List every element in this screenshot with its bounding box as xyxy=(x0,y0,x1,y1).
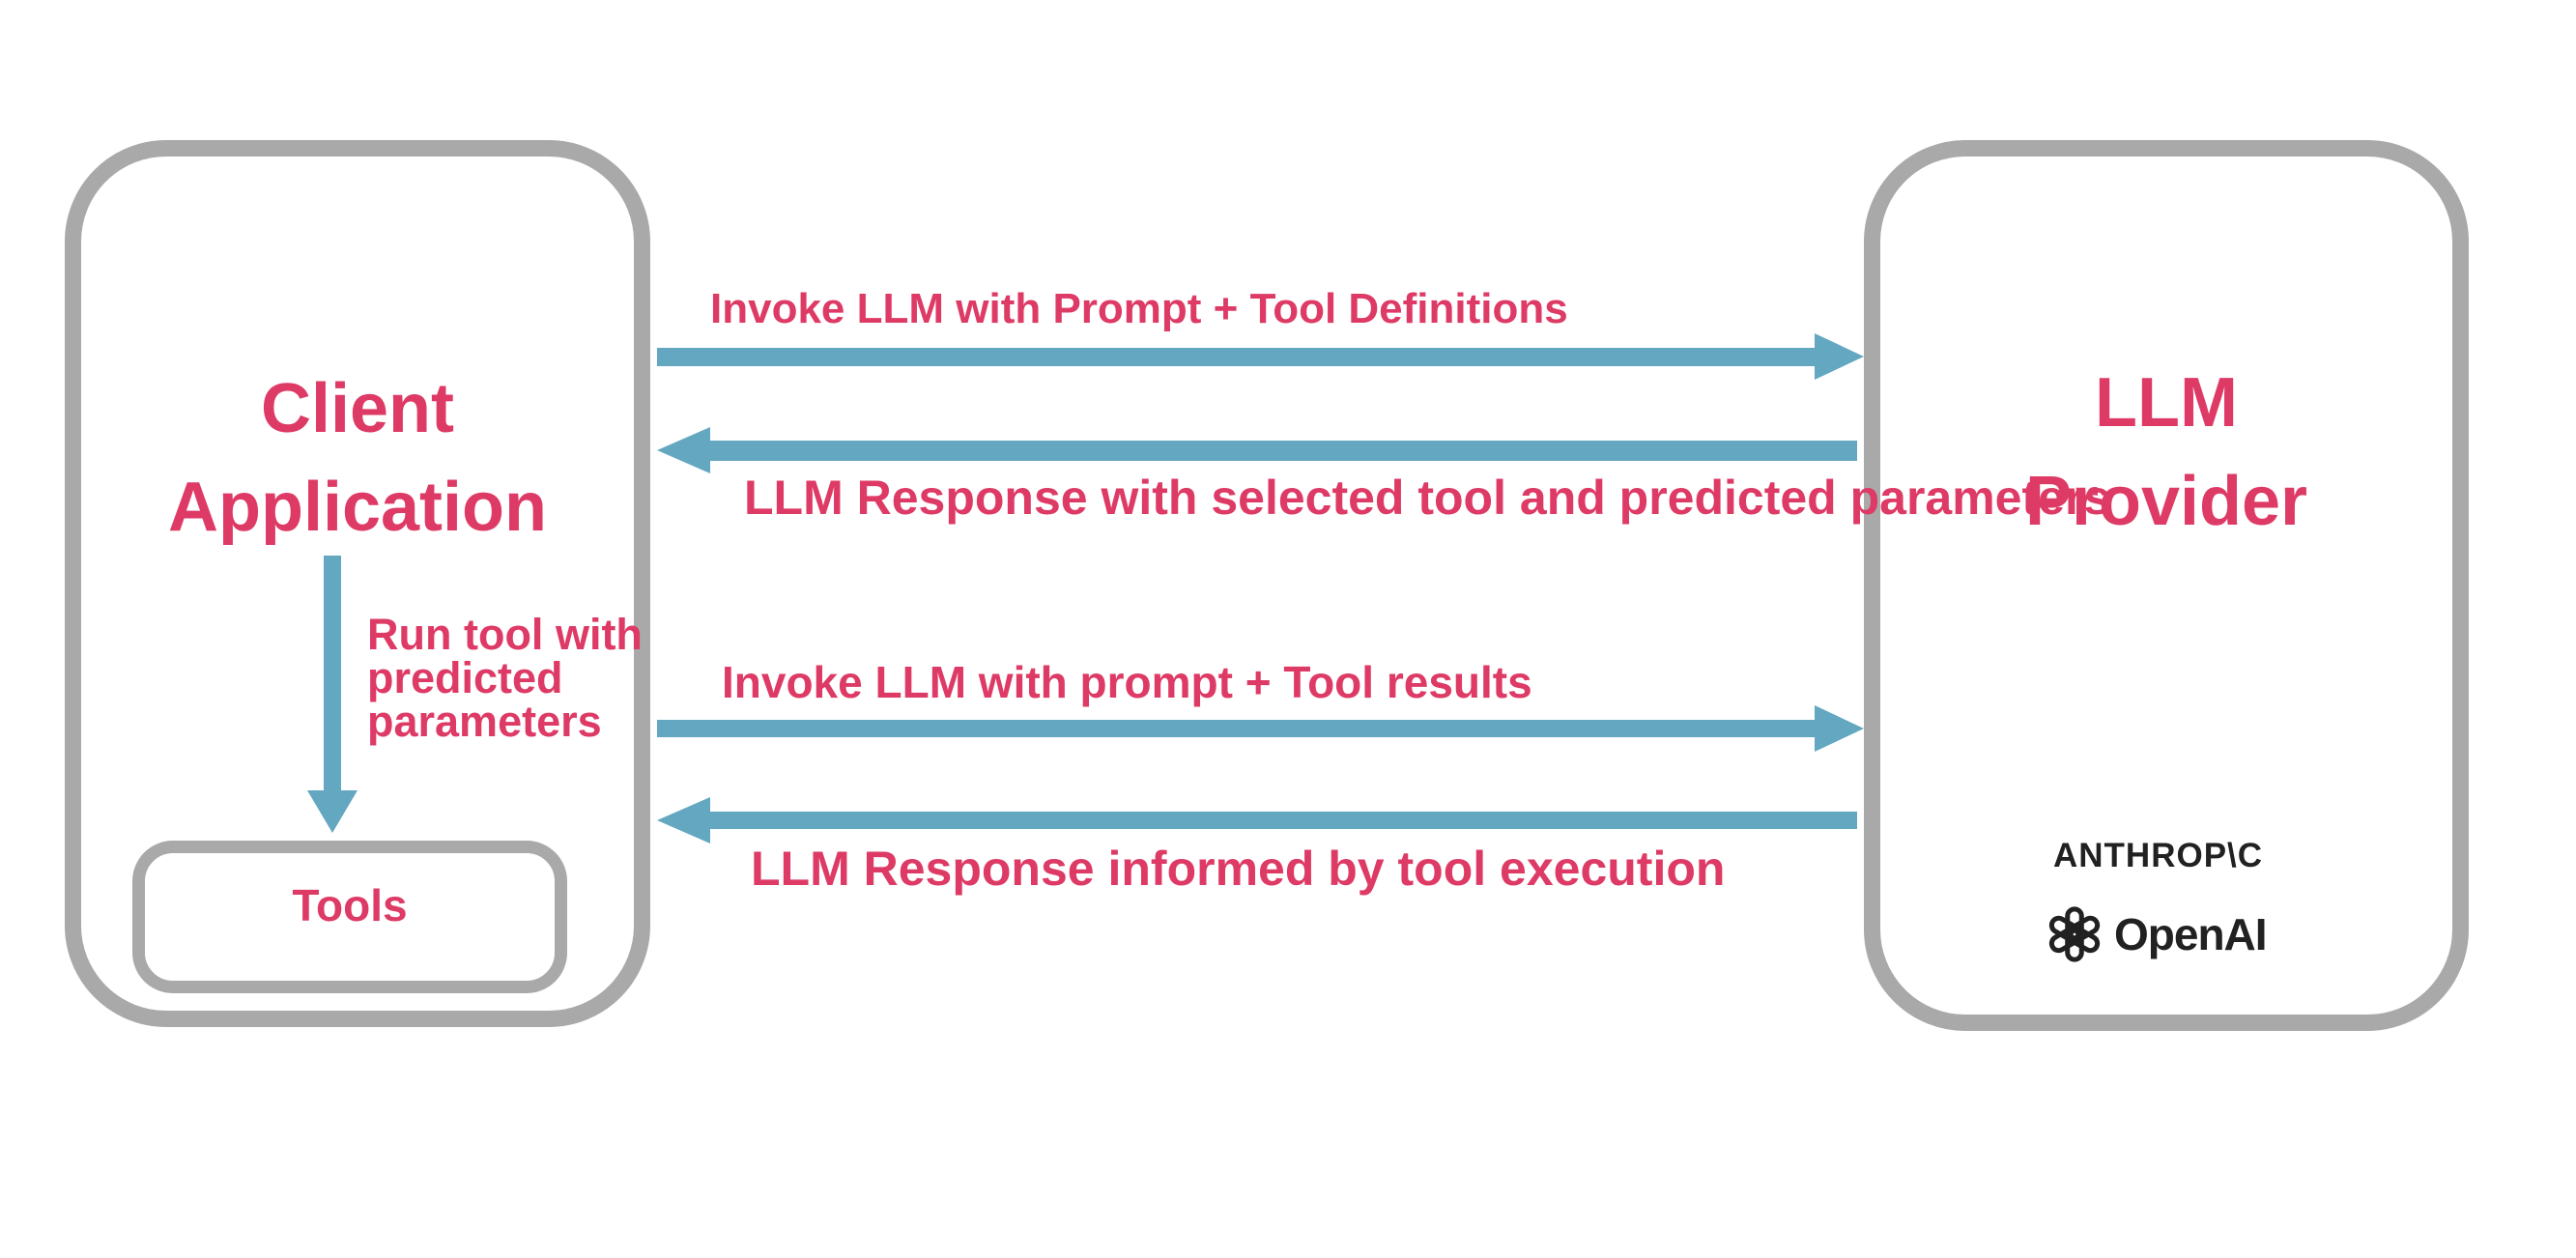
llm-provider-box xyxy=(1864,140,2469,1031)
arrow-down-icon xyxy=(307,790,358,833)
run-tool-line2: predicted xyxy=(367,653,563,702)
client-title-line1: Client xyxy=(260,370,454,447)
arrow-label-run-tool: Run tool with predicted parameters xyxy=(367,613,643,743)
openai-logo-icon xyxy=(2048,906,2101,962)
openai-logo-text: OpenAI xyxy=(2114,909,2268,959)
arrow-label-response-informed: LLM Response informed by tool execution xyxy=(751,842,1726,896)
arrow-invoke-definitions-shaft xyxy=(657,348,1815,366)
llm-title-line1: LLM xyxy=(2095,364,2238,442)
arrow-right-icon xyxy=(1815,333,1864,380)
arrow-left-icon xyxy=(657,797,710,843)
anthropic-logo: ANTHROP\C xyxy=(2053,837,2264,874)
arrow-label-invoke-results: Invoke LLM with prompt + Tool results xyxy=(722,657,1532,707)
client-application-title: Client Application xyxy=(65,359,650,557)
arrow-response-informed-shaft xyxy=(710,812,1857,829)
arrow-left-icon xyxy=(657,427,710,473)
arrow-invoke-results-shaft xyxy=(657,720,1815,737)
arrow-response-selected-shaft xyxy=(710,441,1857,461)
arrow-run-tool-shaft xyxy=(324,556,341,790)
arrow-right-icon xyxy=(1815,705,1864,752)
arrow-label-response-selected: LLM Response with selected tool and pred… xyxy=(744,471,2111,525)
tools-label: Tools xyxy=(292,880,408,930)
client-title-line2: Application xyxy=(168,469,547,546)
arrow-label-invoke-definitions: Invoke LLM with Prompt + Tool Definition… xyxy=(710,285,1568,332)
llm-title-line2: Provider xyxy=(2024,463,2308,540)
llm-provider-title: LLM Provider xyxy=(1864,354,2469,551)
tools-box: Tools xyxy=(132,841,567,993)
run-tool-line3: parameters xyxy=(367,697,602,746)
run-tool-line1: Run tool with xyxy=(367,610,643,659)
openai-logo: OpenAI xyxy=(2045,904,2268,964)
